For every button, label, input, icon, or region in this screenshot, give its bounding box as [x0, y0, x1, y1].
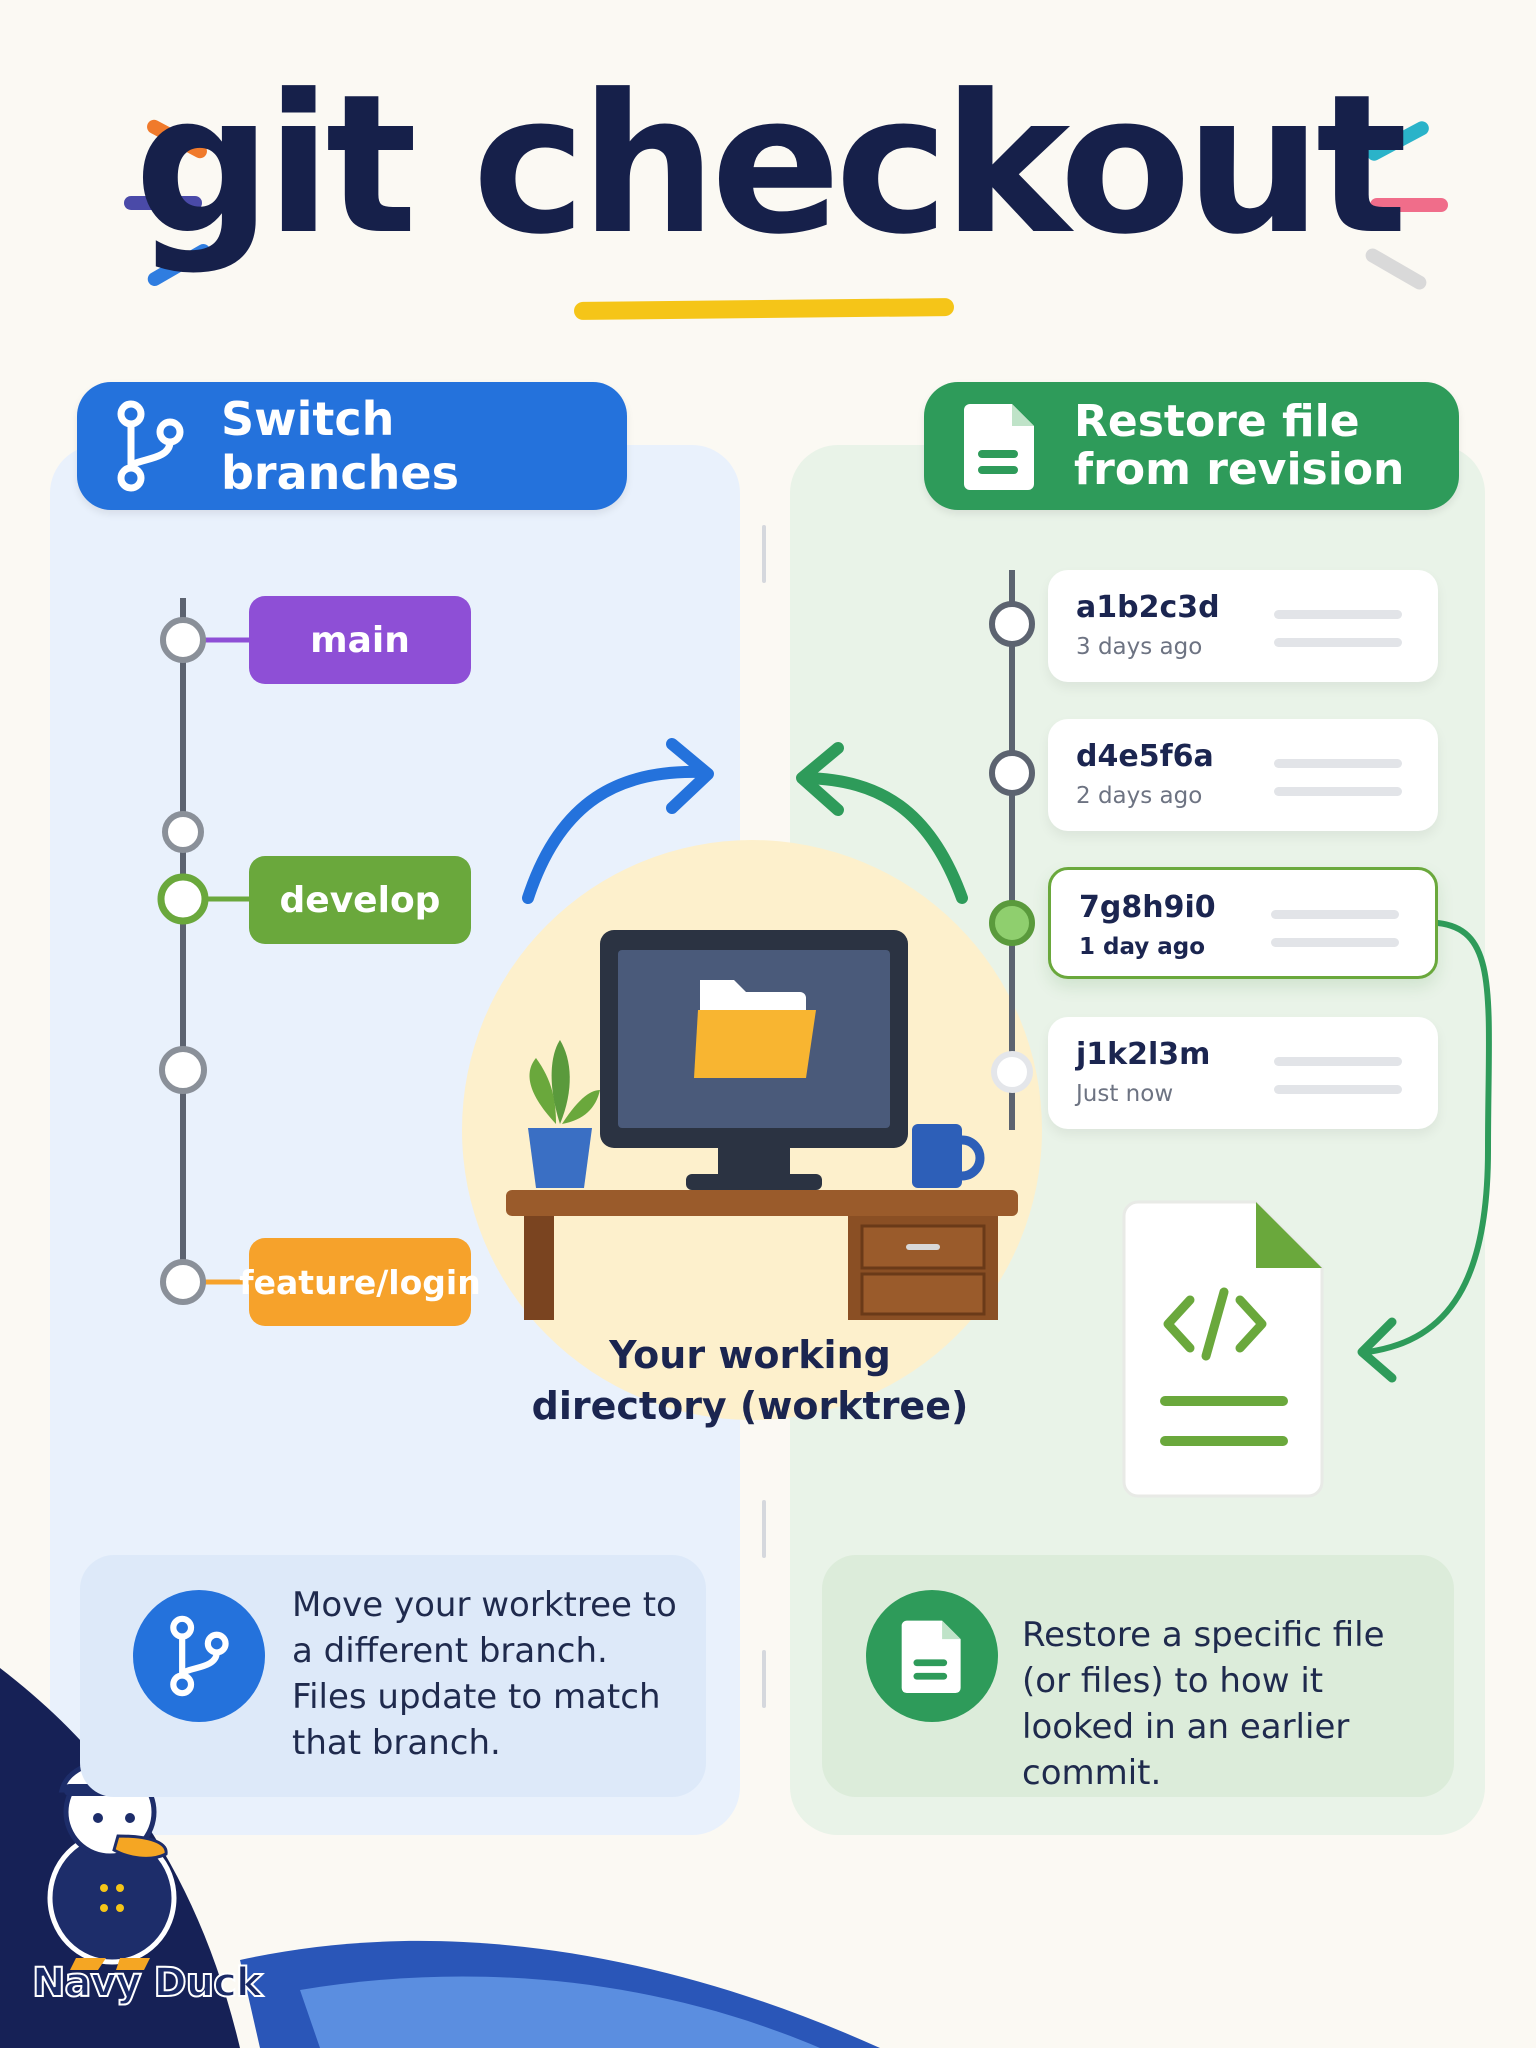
switch-branches-header: Switch branches	[77, 382, 627, 510]
switch-arrowhead	[666, 738, 714, 814]
commit-node	[160, 617, 206, 663]
commit-age: 1 day ago	[1079, 934, 1206, 960]
commit-card: d4e5f6a 2 days ago	[1048, 719, 1438, 831]
switch-branches-info: Move your worktree to a different branch…	[80, 1555, 706, 1797]
worktree-caption: Your working directory (worktree)	[531, 1333, 969, 1429]
document-icon	[866, 1590, 998, 1722]
commit-hash: 7g8h9i0	[1079, 890, 1216, 925]
placeholder-line	[1274, 787, 1402, 796]
coffee-mug-illustration	[912, 1124, 985, 1188]
placeholder-line	[1271, 910, 1399, 919]
divider	[762, 1650, 766, 1708]
commit-card-selected: 7g8h9i0 1 day ago	[1048, 867, 1438, 979]
commit-node-active	[157, 873, 209, 925]
restore-file-title: Restore file from revision	[1074, 395, 1405, 495]
commit-node	[160, 1259, 206, 1305]
placeholder-line	[1274, 1057, 1402, 1066]
code-file-icon	[1122, 1200, 1324, 1498]
restore-file-info: Restore a specific file (or files) to ho…	[822, 1555, 1454, 1797]
commit-hash: a1b2c3d	[1076, 590, 1220, 625]
commit-node	[989, 750, 1035, 796]
mascot-label: Navy Duck	[31, 1959, 264, 2007]
placeholder-line	[1274, 759, 1402, 768]
placeholder-line	[1274, 638, 1402, 647]
page-title: git checkout	[134, 54, 1407, 277]
commit-node	[989, 601, 1035, 647]
commit-age: 3 days ago	[1076, 634, 1203, 660]
sparkle-accent	[124, 196, 202, 210]
commit-hash: j1k2l3m	[1076, 1037, 1211, 1072]
commit-node	[162, 811, 204, 853]
restore-file-arrowhead	[1357, 1317, 1397, 1383]
sparkle-accent	[1370, 198, 1448, 212]
commit-node-selected	[989, 900, 1035, 946]
commit-card: a1b2c3d 3 days ago	[1048, 570, 1438, 682]
commit-card: j1k2l3m Just now	[1048, 1017, 1438, 1129]
plant-illustration	[528, 1040, 600, 1188]
branch-label-develop: develop	[249, 856, 471, 944]
commit-hash: d4e5f6a	[1076, 739, 1214, 774]
branch-label-feature-login: feature/login	[239, 1238, 481, 1326]
restore-arrowhead	[796, 742, 844, 816]
switch-branches-title: Switch branches	[221, 392, 459, 500]
divider	[762, 525, 766, 583]
commit-node	[159, 1046, 207, 1094]
corner-wave	[300, 1976, 820, 2048]
placeholder-line	[1271, 938, 1399, 947]
placeholder-line	[1274, 1085, 1402, 1094]
git-branch-icon	[115, 400, 185, 492]
branch-label-main: main	[249, 596, 471, 684]
restore-arrow-icon	[800, 772, 968, 904]
switch-branches-description: Move your worktree to a different branch…	[292, 1585, 677, 1763]
folder-icon	[694, 980, 816, 1078]
switch-arrow-icon	[522, 765, 706, 904]
git-branch-icon	[133, 1590, 265, 1722]
divider	[762, 1500, 766, 1558]
commit-age: Just now	[1076, 1081, 1174, 1107]
desk-illustration	[506, 1190, 1018, 1320]
commit-age: 2 days ago	[1076, 783, 1203, 809]
document-icon	[962, 400, 1038, 492]
commit-node	[991, 1051, 1033, 1093]
restore-file-header: Restore file from revision	[924, 382, 1459, 510]
restore-file-description: Restore a specific file (or files) to ho…	[1022, 1615, 1385, 1793]
placeholder-line	[1274, 610, 1402, 619]
restore-file-arrow	[1365, 920, 1492, 1355]
